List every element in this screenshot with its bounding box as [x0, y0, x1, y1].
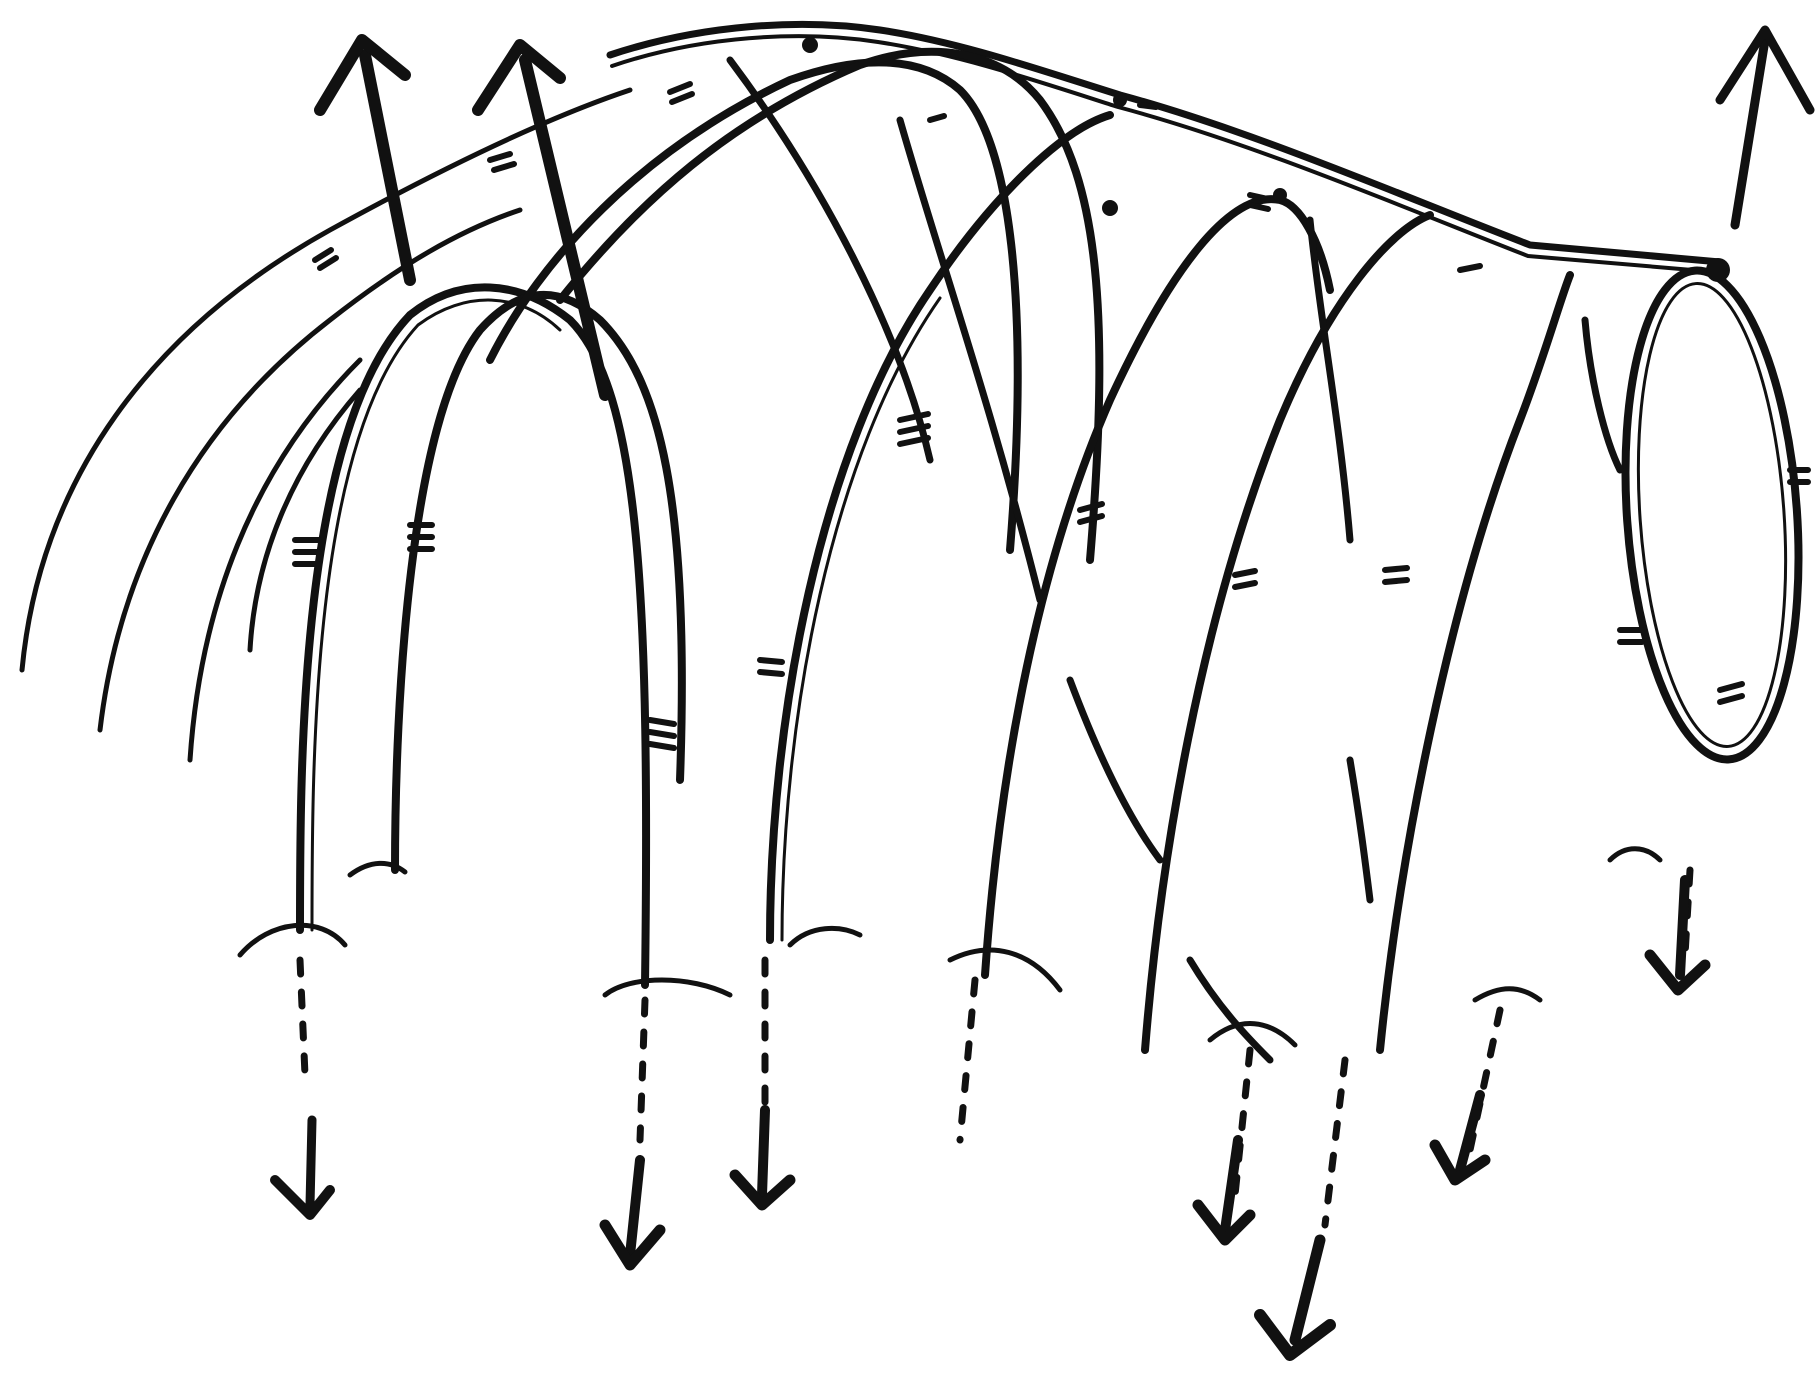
down-arrow-2 — [605, 1160, 660, 1265]
brace-5 — [1310, 220, 1350, 540]
diagonal-braces — [730, 60, 1620, 1060]
down-arrow-5 — [1260, 1240, 1330, 1355]
hoops — [300, 52, 1814, 1050]
hoop-7 — [1145, 215, 1430, 1050]
up-arrow-1 — [320, 40, 410, 280]
brace-3 — [1070, 680, 1160, 860]
up-arrow-3 — [1720, 30, 1810, 225]
tie-marks — [295, 84, 1808, 748]
down-arrow-6 — [1435, 1095, 1485, 1180]
ridge-pole — [610, 24, 1720, 272]
hoop-1 — [300, 287, 646, 985]
down-arrow-3 — [735, 1110, 790, 1205]
outer-curves-left — [22, 90, 630, 760]
hoop-8 — [1380, 275, 1570, 1050]
soil-mounds — [240, 849, 1660, 1045]
brace-7 — [1350, 760, 1370, 900]
hoop-3 — [490, 62, 1018, 550]
brace-4 — [1190, 960, 1270, 1060]
dashed-root-lines — [300, 870, 1690, 1225]
brace-6 — [1585, 320, 1620, 470]
down-arrow-1 — [275, 1120, 330, 1215]
down-arrow-7 — [1650, 880, 1705, 990]
